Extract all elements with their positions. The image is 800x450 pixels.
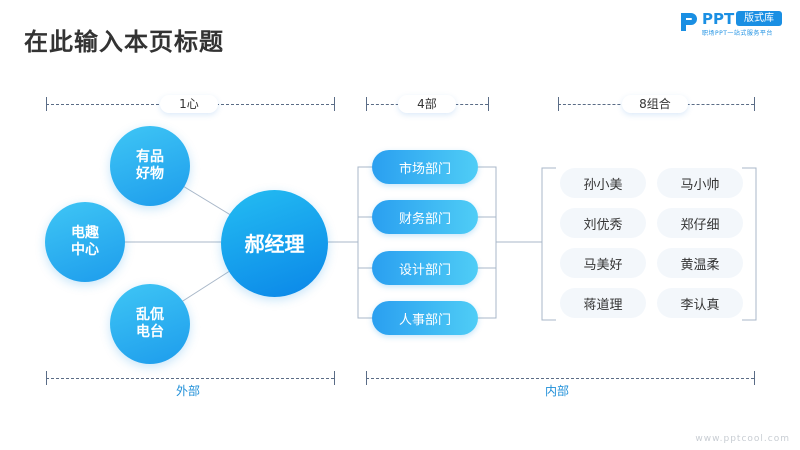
section-label-heart: 1心: [160, 95, 218, 113]
section-label-departments: 4部: [398, 95, 456, 113]
footer-label-internal: 内部: [537, 382, 577, 399]
dept-bracket-right: [478, 166, 497, 319]
ruler-tick: [488, 97, 489, 111]
footer-label-external: 外部: [168, 382, 208, 399]
ppt-logo-icon: [681, 13, 697, 31]
ruler-tick: [558, 97, 559, 111]
member-pill: 马小帅: [657, 168, 743, 198]
center-label: 郝经理: [244, 231, 305, 256]
ruler-bottom-right: [366, 378, 754, 379]
ruler-tick: [754, 97, 755, 111]
satellite-label: 乱侃 电台: [136, 307, 164, 340]
member-pill: 马美好: [560, 248, 646, 278]
satellite-node: 有品 好物: [110, 126, 190, 206]
department-pill: 设计部门: [372, 251, 478, 285]
ruler-tick: [334, 371, 335, 385]
logo-badge: 版式库: [736, 11, 782, 26]
member-pill: 刘优秀: [560, 208, 646, 238]
ruler-tick: [334, 97, 335, 111]
members-bracket-right: [742, 167, 757, 321]
brand-logo: PPT 版式库 职场PPT一站式服务平台: [678, 8, 794, 38]
page-title: 在此输入本页标题: [24, 28, 224, 56]
member-pill: 李认真: [657, 288, 743, 318]
ruler-tick: [366, 97, 367, 111]
satellite-node: 电趣 中心: [45, 202, 125, 282]
members-bracket-left: [541, 167, 556, 321]
logo-ppt-text: PPT: [702, 10, 735, 28]
satellite-node: 乱侃 电台: [110, 284, 190, 364]
ruler-tick: [46, 371, 47, 385]
dept-bracket-left: [357, 166, 372, 319]
ruler-tick: [754, 371, 755, 385]
section-label-combinations: 8组合: [622, 95, 688, 113]
member-pill: 蒋道理: [560, 288, 646, 318]
watermark: www.pptcool.com: [695, 434, 790, 444]
department-pill: 市场部门: [372, 150, 478, 184]
ruler-tick: [366, 371, 367, 385]
center-node: 郝经理: [221, 190, 328, 297]
logo-tagline: 职场PPT一站式服务平台: [702, 30, 773, 37]
member-pill: 郑仔细: [657, 208, 743, 238]
member-pill: 黄温柔: [657, 248, 743, 278]
satellite-label: 有品 好物: [136, 149, 164, 182]
satellite-label: 电趣 中心: [71, 225, 99, 258]
department-pill: 财务部门: [372, 200, 478, 234]
department-pill: 人事部门: [372, 301, 478, 335]
member-pill: 孙小美: [560, 168, 646, 198]
ruler-bottom-left: [46, 378, 334, 379]
ruler-tick: [46, 97, 47, 111]
